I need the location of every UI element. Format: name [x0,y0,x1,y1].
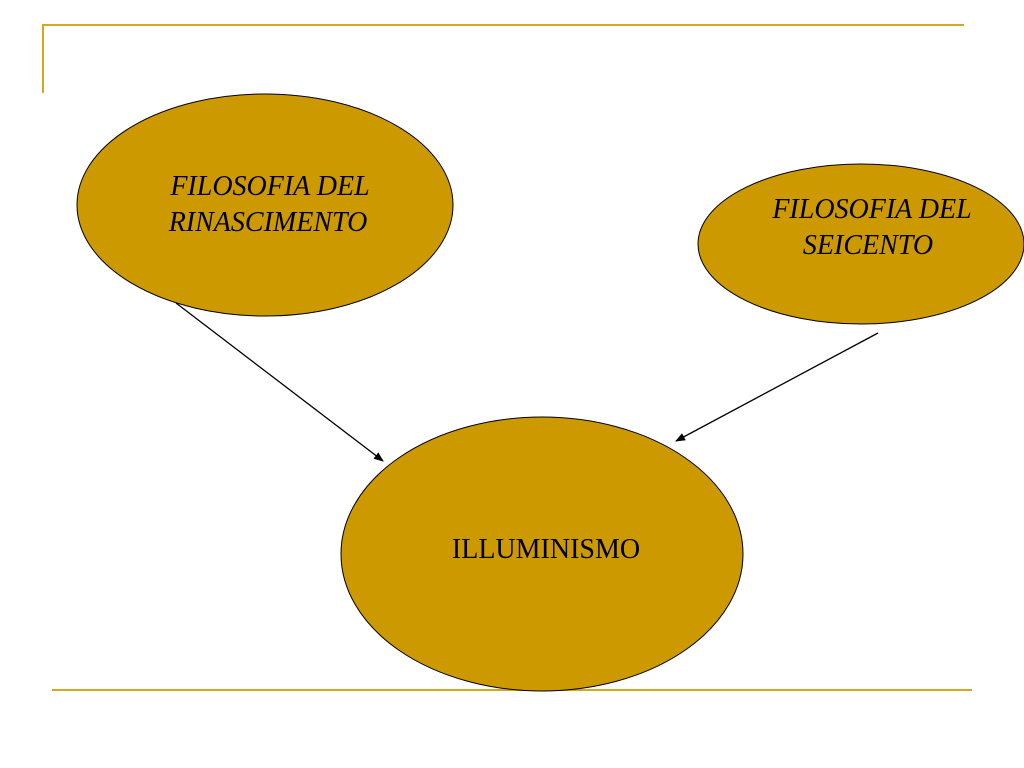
node-seicento-label-line1: FILOSOFIA DEL [771,194,971,225]
bottom-rule [52,689,972,691]
left-rule [42,24,44,93]
top-rule [42,24,964,26]
node-rinascimento-label-line1: FILOSOFIA DEL [169,171,369,202]
node-illuminismo-label: ILLUMINISMO [452,534,640,565]
node-seicento: FILOSOFIA DEL SEICENTO [697,163,1024,325]
arrow-seicento-to-illuminismo [675,332,879,442]
node-rinascimento-label-line2: RINASCIMENTO [168,207,368,238]
node-illuminismo: ILLUMINISMO [340,416,744,692]
node-illuminismo-shape [340,416,744,692]
node-rinascimento: FILOSOFIA DEL RINASCIMENTO [76,93,454,317]
arrow-rinascimento-to-illuminismo [175,302,384,462]
node-rinascimento-shape [76,93,454,317]
node-seicento-label-line2: SEICENTO [803,230,933,261]
node-seicento-shape [697,163,1024,325]
